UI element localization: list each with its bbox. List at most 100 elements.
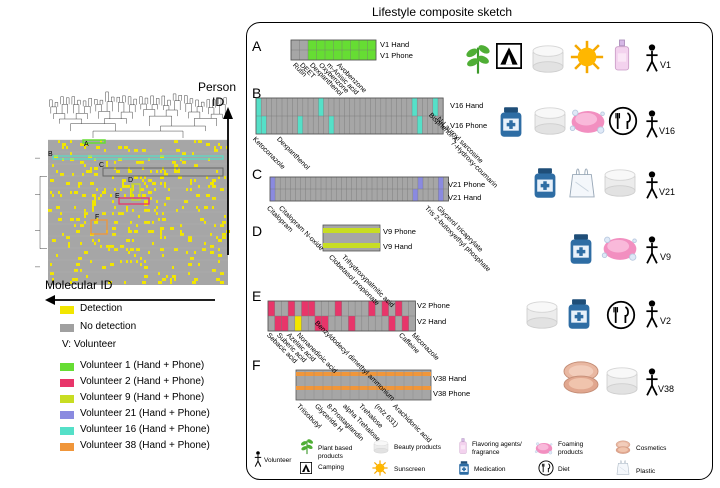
row-label-v38-phone: V38 Phone <box>433 389 471 398</box>
detection-cell <box>148 251 150 254</box>
detection-cell <box>170 227 174 230</box>
volunteer-icon <box>645 234 659 266</box>
dendrogram-branch <box>174 100 181 111</box>
detection-cell <box>164 182 166 185</box>
detection-cell <box>182 206 184 209</box>
detection-cell <box>140 188 144 191</box>
detection-cell <box>52 239 56 242</box>
jar-icon <box>530 44 566 74</box>
dendrogram-branch <box>172 93 177 101</box>
detection-cell <box>172 275 176 278</box>
detection-cell <box>92 209 94 212</box>
panel-c-grid <box>269 176 449 202</box>
detection-cell <box>66 146 68 149</box>
panel-d-volunteer: V9 <box>660 252 672 262</box>
detection-cell <box>114 221 118 224</box>
detection-cell <box>154 209 156 212</box>
detection-cell <box>176 149 180 152</box>
detection-cell <box>88 170 92 173</box>
detection-cell <box>166 197 170 200</box>
detection-cell <box>60 194 62 197</box>
dendrogram-branch <box>133 98 137 105</box>
detection-cell <box>52 164 54 167</box>
detection-cell <box>212 185 216 188</box>
dendrogram-branch <box>71 96 75 105</box>
detection-cell <box>194 278 198 281</box>
detection-cell <box>204 206 208 209</box>
dendrogram-branch <box>210 113 223 119</box>
volunteer-swatch <box>60 395 74 403</box>
detection-cell <box>58 140 60 143</box>
detection-cell <box>220 272 224 275</box>
dendrogram-branch <box>88 98 92 107</box>
detection-cell <box>84 212 88 215</box>
detection-cell <box>128 170 132 173</box>
detection-cell <box>104 149 106 152</box>
detection-cell <box>110 281 112 284</box>
detection-cell <box>190 188 192 191</box>
volunteer-swatch <box>60 363 74 371</box>
dendrogram-branch <box>84 106 91 114</box>
volunteer-icon <box>645 169 659 201</box>
detection-cell <box>112 227 116 230</box>
detection-cell <box>172 266 174 269</box>
panel-b-letter: B <box>252 85 262 101</box>
dendrogram-branch <box>188 111 201 119</box>
dendrogram-branch <box>163 105 170 111</box>
detection-cell <box>214 224 216 227</box>
dendrogram-branch <box>195 99 199 107</box>
detection-cell <box>120 245 124 248</box>
volunteer-swatch <box>60 427 74 435</box>
volunteer-legend-label: Volunteer 2 (Hand + Phone) <box>80 376 205 387</box>
dendrogram-branch <box>184 95 188 104</box>
dendrogram-branch <box>104 118 127 124</box>
detection-cell <box>110 194 112 197</box>
detection-cell <box>156 170 158 173</box>
dendrogram-branch <box>149 115 172 127</box>
detection-cell <box>98 197 100 200</box>
detection-cell <box>126 185 130 188</box>
heatmap-region-boxes <box>52 139 224 235</box>
dendrogram-branch <box>70 123 116 132</box>
detection-cell <box>86 275 88 278</box>
detection-cell <box>136 161 140 164</box>
legend-sunscreen: Sunscreen <box>394 466 426 473</box>
detection-cell <box>114 161 116 164</box>
dendrogram-branch <box>99 99 104 105</box>
detection-cell <box>116 170 120 173</box>
detection-cell <box>188 236 192 239</box>
detection-cell <box>220 146 222 149</box>
detection-cell <box>212 206 214 209</box>
detection-cell <box>52 278 54 281</box>
volunteer-legend-label: Volunteer 21 (Hand + Phone) <box>80 408 210 419</box>
detection-cell <box>144 182 146 185</box>
dendrogram-branch <box>54 102 59 107</box>
heatmap-detections <box>48 139 230 284</box>
y-axis-label-id: ID <box>212 95 224 109</box>
detection-cell <box>144 266 148 269</box>
detection-cell <box>162 254 164 257</box>
detection-cell <box>132 185 134 188</box>
dendrogram-branch <box>167 99 171 106</box>
dendrogram-branch <box>223 97 227 105</box>
detection-cell <box>126 260 128 263</box>
detection-cell <box>70 191 72 194</box>
detection-cell <box>142 281 146 284</box>
panel-c-letter: C <box>252 166 263 182</box>
detection-cell <box>74 269 78 272</box>
perfume-icon <box>458 437 468 455</box>
detection-cell <box>70 140 72 143</box>
detection-cell <box>56 170 58 173</box>
dendrogram-branch <box>160 125 206 132</box>
detection-cell <box>218 143 220 146</box>
dendrogram-branch <box>206 99 210 108</box>
detection-cell <box>224 215 226 218</box>
detection-cell <box>106 161 108 164</box>
dendrogram-branch <box>98 111 111 119</box>
detection-cell <box>122 182 124 185</box>
compact-icon <box>560 360 602 394</box>
detection-cell <box>196 206 198 209</box>
detection-cell <box>180 176 182 179</box>
detection-cell <box>150 197 152 200</box>
detection-cell <box>66 182 70 185</box>
